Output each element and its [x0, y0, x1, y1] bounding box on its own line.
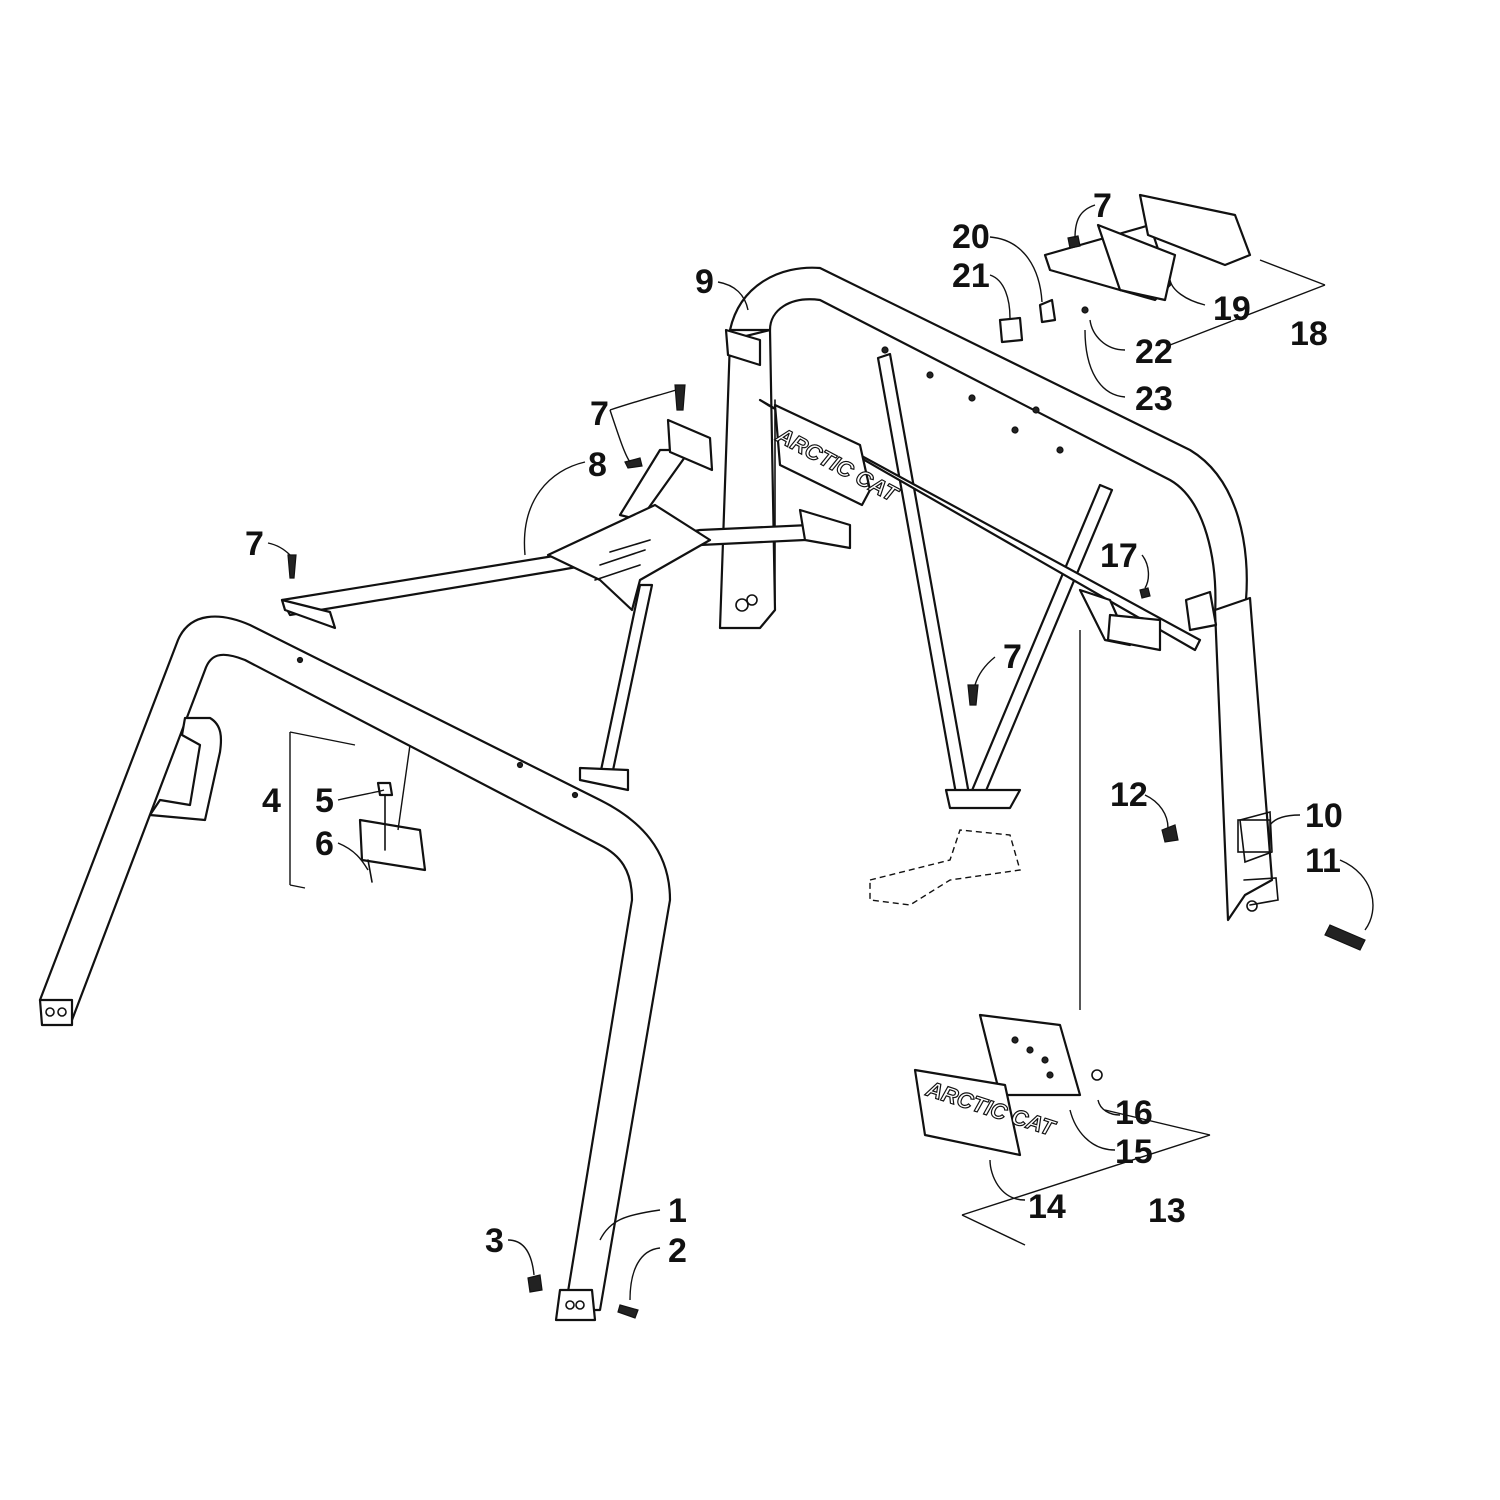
callout-16: 16: [1115, 1094, 1153, 1132]
tail-light-assembly: [998, 193, 1326, 346]
callout-7-cross-brace: 7: [590, 395, 609, 433]
upper-pad: ARCTIC CAT: [771, 403, 904, 508]
callout-7-tail-light: 7: [1093, 187, 1112, 225]
callout-labels: 1 2 3 4 5 6 7 7 7 7 8 9 10 11 12 13 14 1…: [245, 187, 1343, 1270]
callout-20: 20: [952, 218, 990, 256]
leader-lines: [267, 204, 1374, 1301]
callout-7-left: 7: [245, 525, 264, 563]
lower-pad-assembly: ARCTIC CAT: [913, 630, 1211, 1246]
fasteners: [287, 235, 1366, 1319]
callout-14: 14: [1028, 1188, 1066, 1226]
callout-9: 9: [695, 263, 714, 301]
front-roll-cage: [38, 615, 672, 1322]
callout-2: 2: [668, 1232, 687, 1270]
mirror-assembly: [289, 731, 427, 889]
callout-21: 21: [952, 257, 990, 295]
callout-1: 1: [668, 1192, 687, 1230]
callout-4: 4: [262, 782, 281, 820]
callout-8: 8: [588, 446, 607, 484]
callout-7-v-brace: 7: [1003, 638, 1022, 676]
callout-11: 11: [1305, 842, 1341, 880]
callout-23: 23: [1135, 380, 1173, 418]
callout-5: 5: [315, 782, 334, 820]
callout-15: 15: [1115, 1133, 1153, 1171]
callout-13: 13: [1148, 1192, 1186, 1230]
callout-12: 12: [1110, 776, 1148, 814]
callout-6: 6: [315, 825, 334, 863]
callout-3: 3: [485, 1222, 504, 1260]
callout-17: 17: [1100, 537, 1138, 575]
cross-brace: [280, 418, 852, 792]
rear-roll-cage: ARCTIC CAT: [718, 266, 1279, 922]
callout-22: 22: [1135, 333, 1173, 371]
callout-18: 18: [1290, 315, 1328, 353]
callout-10: 10: [1305, 797, 1343, 835]
callout-19: 19: [1213, 290, 1251, 328]
